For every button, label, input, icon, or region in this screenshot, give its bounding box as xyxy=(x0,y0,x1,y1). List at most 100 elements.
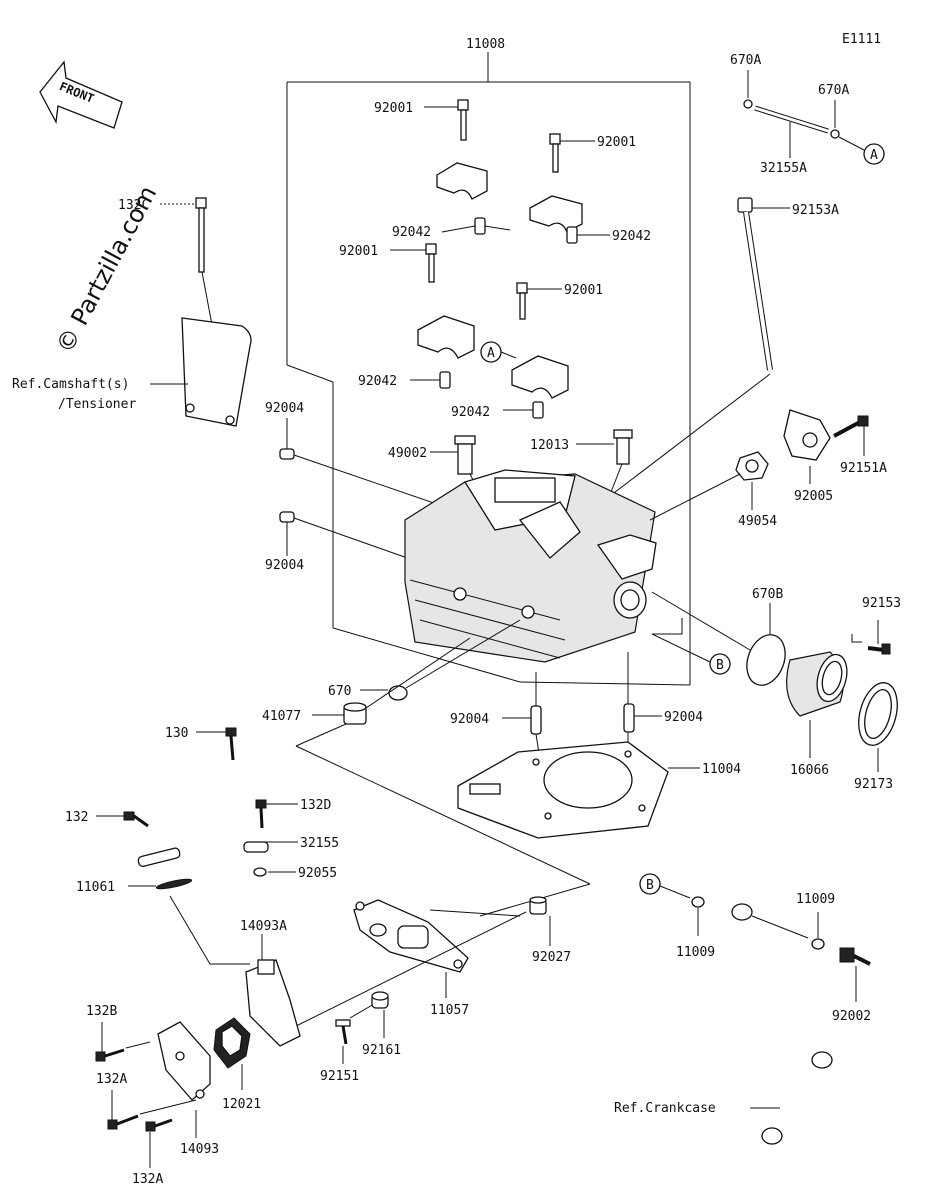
washer-11009-b xyxy=(811,938,825,950)
valve-guide-12013 xyxy=(613,429,633,465)
bolt-92153 xyxy=(867,643,891,655)
label-132a-a: 132A xyxy=(96,1072,127,1087)
ref-camshaft: Ref.Camshaft(s) xyxy=(12,377,129,392)
label-92004-d: 92004 xyxy=(664,710,703,725)
label-130: 130 xyxy=(165,726,188,741)
holder-11057 xyxy=(353,899,469,973)
label-92153: 92153 xyxy=(862,596,901,611)
label-92027: 92027 xyxy=(532,950,571,965)
bolt-132a-b xyxy=(145,1118,173,1132)
label-132: 132 xyxy=(65,810,88,825)
diagram-code: E1111 xyxy=(842,32,881,47)
bolt-132d xyxy=(255,799,267,829)
label-92001-c: 92001 xyxy=(339,244,378,259)
label-132c: 132C xyxy=(118,198,149,213)
washer-92055 xyxy=(253,867,267,877)
label-132b: 132B xyxy=(86,1004,117,1019)
label-92151: 92151 xyxy=(320,1069,359,1084)
label-92001-d: 92001 xyxy=(564,283,603,298)
callout-b-low-text: B xyxy=(646,878,654,893)
valve-guide-49002 xyxy=(454,435,476,475)
fitting-92005 xyxy=(783,409,831,461)
label-92042-b: 92042 xyxy=(612,229,651,244)
label-11009-b: 11009 xyxy=(796,892,835,907)
label-92042-c: 92042 xyxy=(358,374,397,389)
dowel-92004-d xyxy=(623,703,635,733)
cylinder-head-bracket xyxy=(286,52,691,686)
stud-132c xyxy=(195,197,207,273)
label-11061: 11061 xyxy=(76,880,115,895)
callout-b-mid-text: B xyxy=(716,658,724,673)
gasket-12021 xyxy=(213,1017,251,1069)
bolt-92002 xyxy=(839,947,871,966)
duct-14093a xyxy=(245,959,301,1047)
label-12021: 12021 xyxy=(222,1097,261,1112)
cam-cap-front-left xyxy=(436,99,488,235)
label-16066: 16066 xyxy=(790,763,829,778)
label-32155a: 32155A xyxy=(760,161,807,176)
cam-cap-rear-right xyxy=(511,282,569,419)
plug-49054 xyxy=(735,451,769,481)
washer-11009-a xyxy=(691,896,705,908)
oil-pipe xyxy=(731,903,833,1193)
dowel-92004-a xyxy=(279,448,295,460)
label-92042-d: 92042 xyxy=(451,405,490,420)
label-132d: 132D xyxy=(300,798,331,813)
collar-92161 xyxy=(371,991,389,1009)
label-670a-a: 670A xyxy=(730,53,761,68)
label-92151a: 92151A xyxy=(840,461,887,476)
label-92001-b: 92001 xyxy=(597,135,636,150)
ref-tensioner: /Tensioner xyxy=(58,397,136,412)
label-12013: 12013 xyxy=(530,438,569,453)
clamp-92173 xyxy=(858,682,898,746)
label-92161: 92161 xyxy=(362,1043,401,1058)
label-32155: 32155 xyxy=(300,836,339,851)
pipe-32155 xyxy=(137,754,269,867)
label-11057: 11057 xyxy=(430,1003,469,1018)
callout-b-mid xyxy=(709,653,731,675)
label-92042-a: 92042 xyxy=(392,225,431,240)
dowel-92004-c xyxy=(530,705,542,735)
label-92004-b: 92004 xyxy=(265,558,304,573)
label-49054: 49054 xyxy=(738,514,777,529)
label-14093a: 14093A xyxy=(240,919,287,934)
bolt-92151a xyxy=(833,415,869,438)
chain-guide xyxy=(181,317,252,427)
label-670a-b: 670A xyxy=(818,83,849,98)
label-92055: 92055 xyxy=(298,866,337,881)
cam-cap-rear-left xyxy=(417,243,475,389)
callout-b-low xyxy=(639,873,661,895)
ref-crankcase: Ref.Crankcase xyxy=(614,1101,716,1116)
label-92004-c: 92004 xyxy=(450,712,489,727)
gasket-11061 xyxy=(155,878,193,890)
oring-670b xyxy=(746,634,786,686)
label-11008: 11008 xyxy=(466,37,505,52)
oring-670 xyxy=(388,685,408,701)
callout-a-top-text: A xyxy=(870,148,878,163)
duct-14093 xyxy=(157,1021,211,1101)
front-arrow-icon: FRONT xyxy=(39,60,123,129)
label-92173: 92173 xyxy=(854,777,893,792)
callout-a-mid-text: A xyxy=(487,346,495,361)
label-670b: 670B xyxy=(752,587,783,602)
label-14093: 14093 xyxy=(180,1142,219,1157)
label-92004-a: 92004 xyxy=(265,401,304,416)
bolt-92153a xyxy=(737,197,773,371)
callout-a-top xyxy=(863,143,885,165)
intake-16066 xyxy=(786,651,848,717)
cam-cap-front-right xyxy=(529,133,583,244)
label-92002: 92002 xyxy=(832,1009,871,1024)
bolt-132b xyxy=(95,1048,125,1062)
plug-41077 xyxy=(343,702,367,725)
label-11004: 11004 xyxy=(702,762,741,777)
label-92001-a: 92001 xyxy=(374,101,413,116)
label-92153a: 92153A xyxy=(792,203,839,218)
bolt-132 xyxy=(123,811,149,828)
label-92005: 92005 xyxy=(794,489,833,504)
spacer-92027 xyxy=(529,896,547,915)
dowel-92004-b xyxy=(279,511,295,523)
cylinder-head xyxy=(404,469,657,663)
rod-32155a xyxy=(743,99,840,139)
label-41077: 41077 xyxy=(262,709,301,724)
